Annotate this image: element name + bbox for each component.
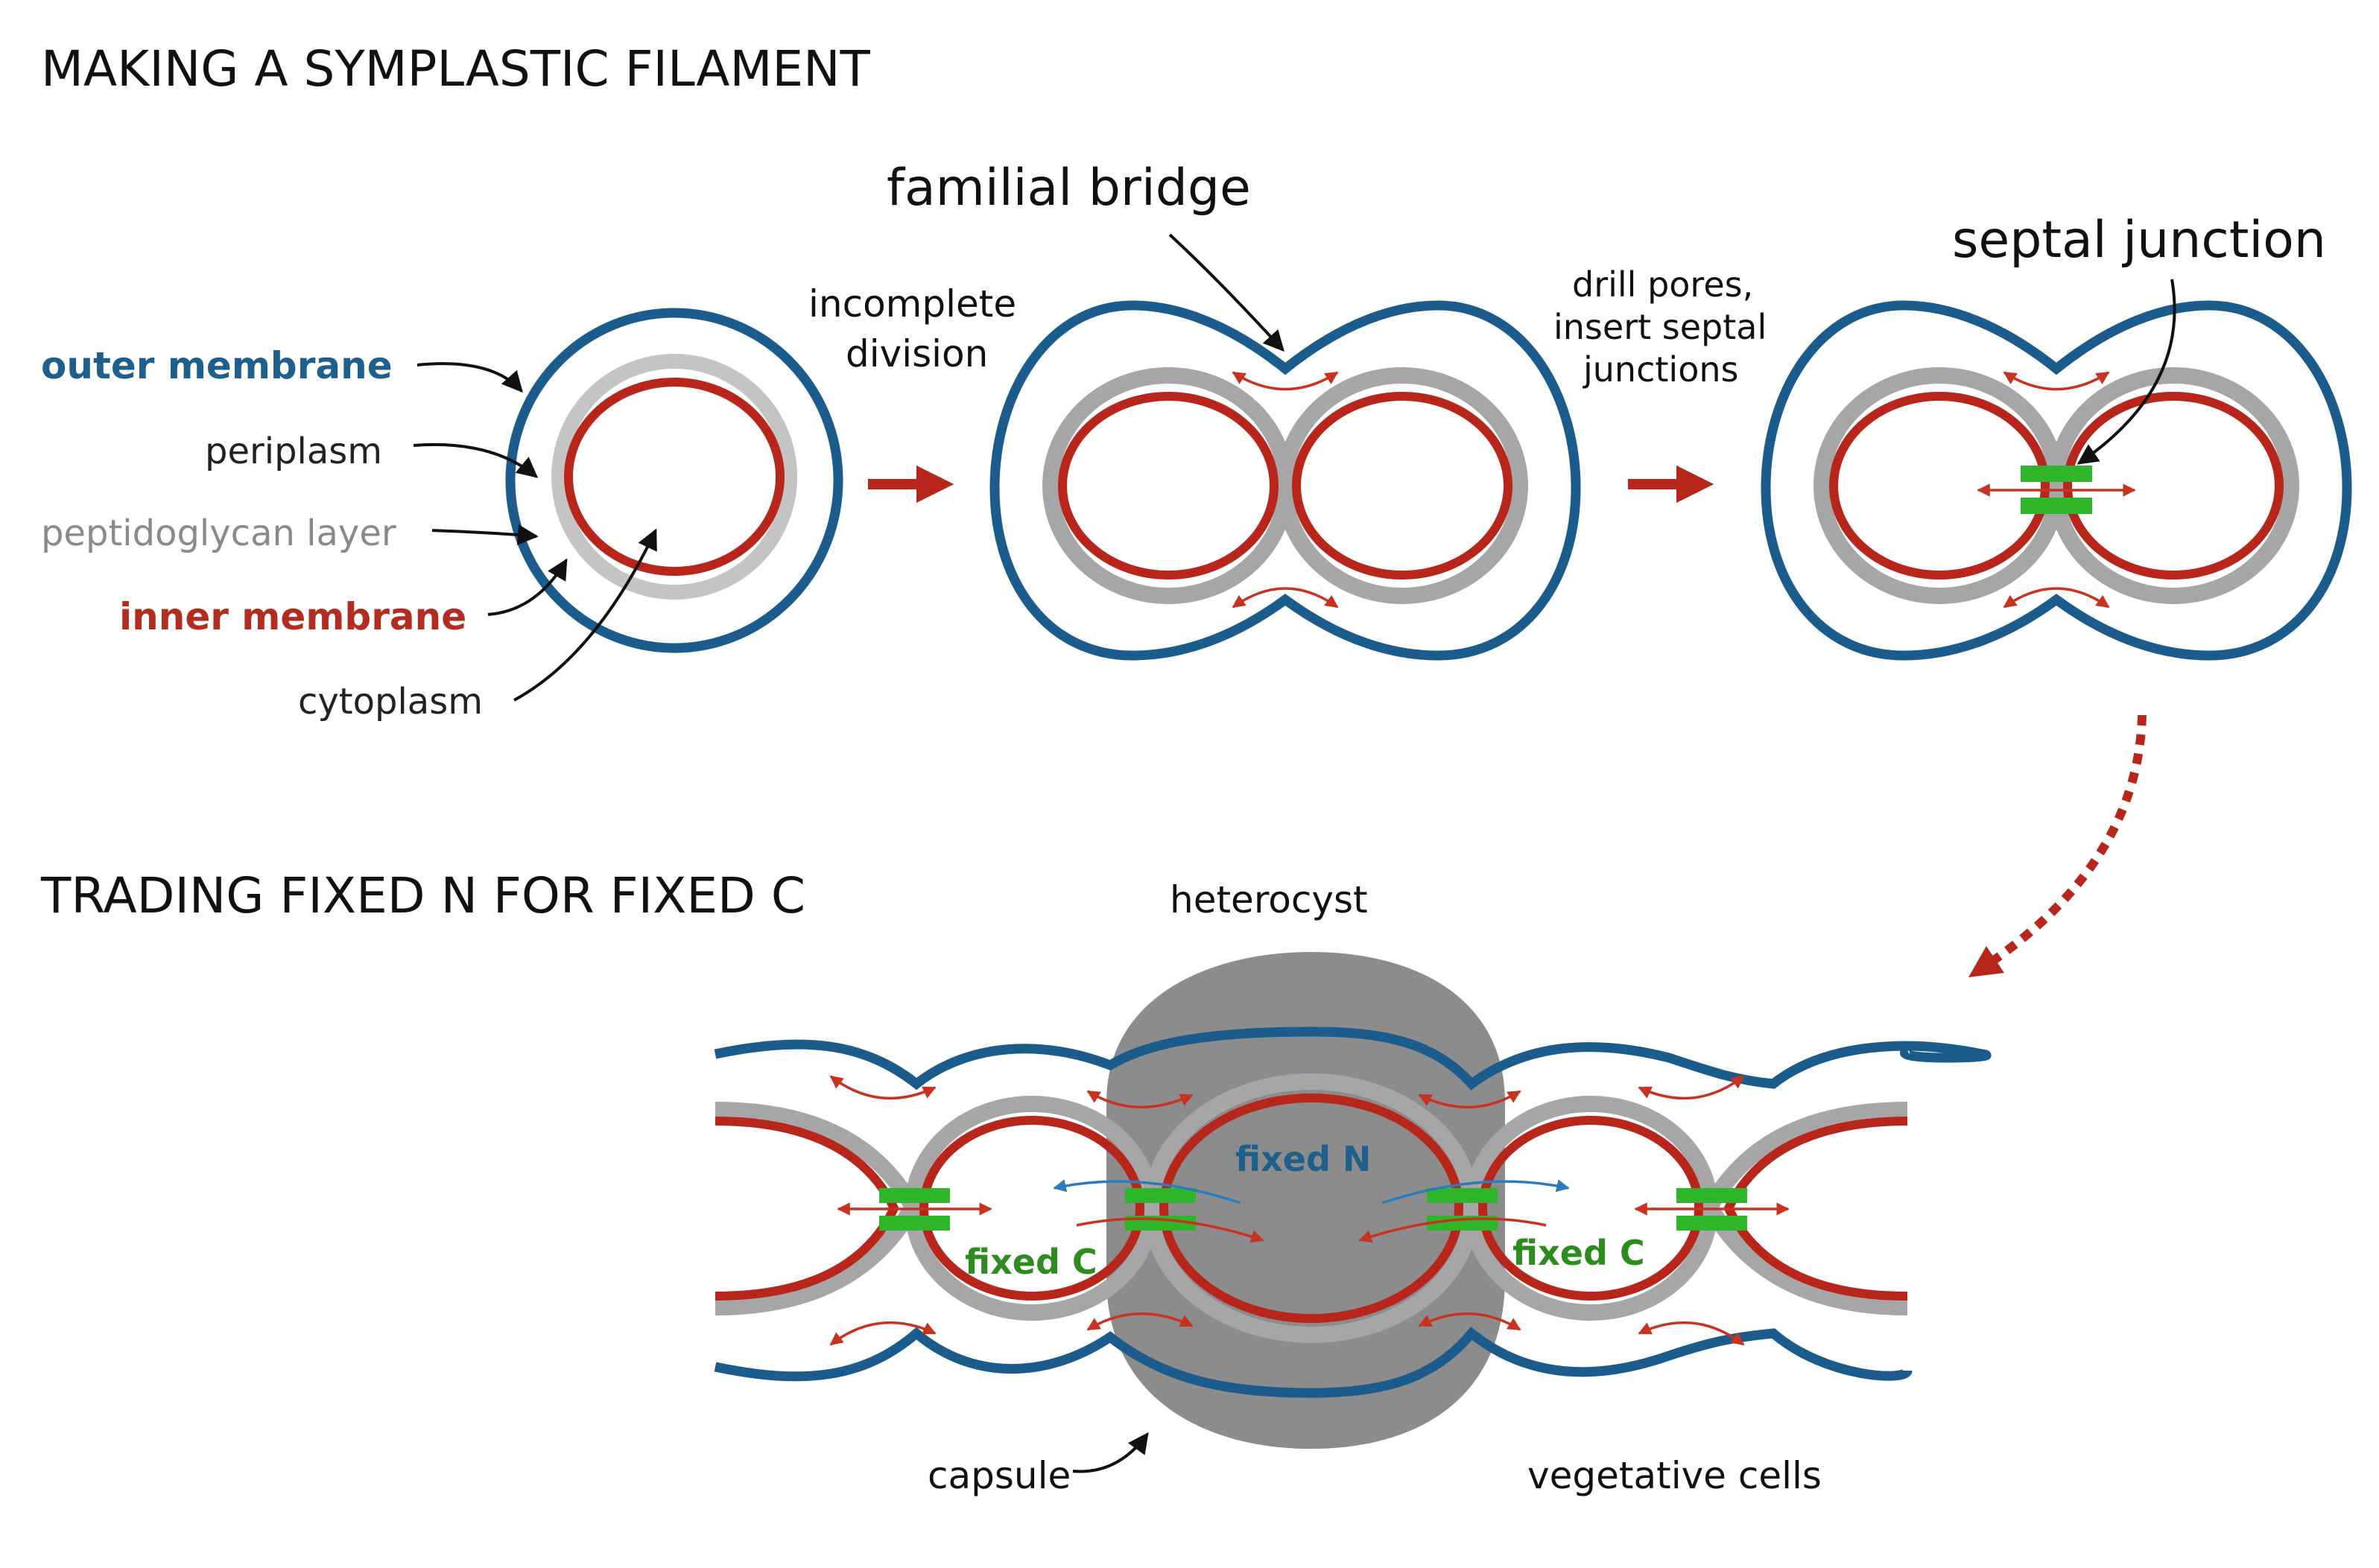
fixed-n-arrow-left	[1053, 1179, 1241, 1204]
septal-junction-4b	[1676, 1216, 1747, 1231]
periplasm-flow-f2-top	[1086, 1090, 1194, 1109]
label-drill-pores: drill pores,	[1572, 264, 1753, 305]
periplasm-flow-f1-bottom	[829, 1321, 937, 1346]
inner-membrane-ring	[564, 378, 785, 576]
label-fixed-c-right: fixed C	[1512, 1233, 1645, 1273]
label-cytoplasm: cytoplasm	[298, 681, 483, 723]
periplasm-flow-f3-top	[1418, 1090, 1521, 1109]
leader-peptidoglycan	[431, 524, 539, 545]
periplasm-flow-f3-bottom	[1418, 1312, 1521, 1331]
label-capsule: capsule	[928, 1454, 1071, 1497]
leader-capsule	[1072, 1432, 1149, 1473]
label-vegetative-cells: vegetative cells	[1527, 1454, 1822, 1497]
fixed-n-arrow-right	[1381, 1179, 1570, 1204]
inner-membrane-left-2	[1829, 392, 2050, 580]
septal-junction-2a	[1125, 1188, 1196, 1203]
heading-symplastic-filament: MAKING A SYMPLASTIC FILAMENT	[41, 40, 870, 98]
label-junctions: junctions	[1583, 349, 1738, 390]
dividing-cell	[989, 300, 1581, 661]
periplasm-flow-top-2	[2003, 371, 2110, 391]
label-septal-junction: septal junction	[1952, 211, 2326, 270]
periplasm-flow-bottom	[1232, 587, 1339, 609]
label-fixed-n: fixed N	[1235, 1139, 1371, 1179]
septal-junction-top	[2021, 466, 2092, 482]
peptidoglycan-left	[1042, 367, 1294, 604]
periplasm-flow-f1-top	[829, 1075, 937, 1100]
leader-periplasm	[413, 442, 539, 478]
label-insert-septal: insert septal	[1553, 307, 1767, 347]
leader-cytoplasm	[513, 528, 657, 702]
peptidoglycan-left-2	[1813, 367, 2065, 604]
septal-junction-3a	[1427, 1188, 1498, 1203]
cell-with-septal-junction	[1761, 300, 2352, 661]
periplasm-flow-f4-top	[1638, 1075, 1745, 1100]
label-division: division	[846, 332, 988, 375]
inner-membrane-left	[1058, 392, 1279, 580]
heading-trading-fixed-n-c: TRADING FIXED N FOR FIXED C	[40, 867, 805, 924]
label-outer-membrane: outer membrane	[41, 344, 393, 387]
heterocyst-capsule	[1106, 952, 1505, 1449]
label-periplasm: periplasm	[205, 431, 382, 472]
leader-inner-membrane	[487, 558, 568, 616]
periplasm-flow-f4-bottom	[1638, 1321, 1745, 1346]
peptidoglycan-ring	[551, 354, 797, 600]
inner-membrane-right-2	[2063, 392, 2284, 580]
periplasm-flow-bottom-2	[2003, 587, 2110, 609]
septal-junction-1b	[879, 1216, 950, 1231]
septal-junction-4a	[1676, 1188, 1747, 1203]
label-heterocyst: heterocyst	[1170, 878, 1368, 921]
dotted-transition-arrow	[1968, 714, 2147, 977]
septal-junction-bottom	[2021, 498, 2092, 514]
label-inner-membrane: inner membrane	[119, 595, 466, 638]
fixed-c-arrow-left	[1076, 1217, 1264, 1243]
inner-membrane-heterocyst	[1159, 1094, 1463, 1323]
periplasm-flow-top	[1232, 371, 1339, 391]
septal-junction-1a	[879, 1188, 950, 1203]
inner-membrane-right	[1292, 392, 1512, 580]
label-incomplete: incomplete	[808, 282, 1016, 326]
outer-membrane-ring	[505, 308, 843, 653]
leader-outer-membrane	[416, 362, 523, 393]
leader-septal-junction	[2077, 279, 2176, 465]
single-cell	[505, 308, 843, 653]
fixed-c-arrow-right	[1358, 1217, 1547, 1243]
peptidoglycan-right-2	[2047, 367, 2299, 604]
peptidoglycan-right	[1276, 367, 1528, 604]
outer-membrane-top	[714, 1026, 1992, 1091]
label-peptidoglycan-layer: peptidoglycan layer	[41, 512, 396, 554]
label-familial-bridge: familial bridge	[887, 159, 1251, 218]
filament	[714, 952, 1992, 1449]
leader-familial-bridge	[1168, 233, 1284, 352]
label-fixed-c-left: fixed C	[965, 1242, 1097, 1282]
periplasm-flow-f2-bottom	[1086, 1312, 1194, 1331]
